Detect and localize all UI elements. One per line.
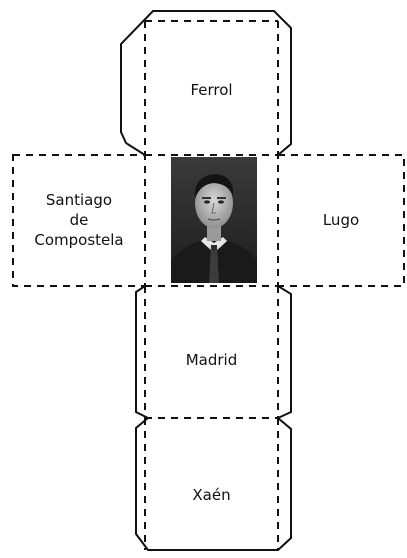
portrait-photo (171, 157, 257, 283)
bottom-face-fold (144, 418, 279, 550)
top-tab-outline (120, 10, 292, 156)
face-top-label: Ferrol (190, 81, 233, 99)
face-middle-label: Madrid (185, 351, 238, 369)
middle-face-fold (144, 286, 279, 419)
top-face-fold (144, 20, 279, 155)
bottom-tab-outline (135, 417, 292, 551)
middle-tab-outline (135, 285, 292, 419)
face-bottom-label: Xaén (192, 486, 231, 504)
face-right-label: Lugo (322, 211, 360, 229)
face-left-label: Santiago de Compostela (34, 191, 124, 249)
center-face-fold (145, 154, 279, 287)
